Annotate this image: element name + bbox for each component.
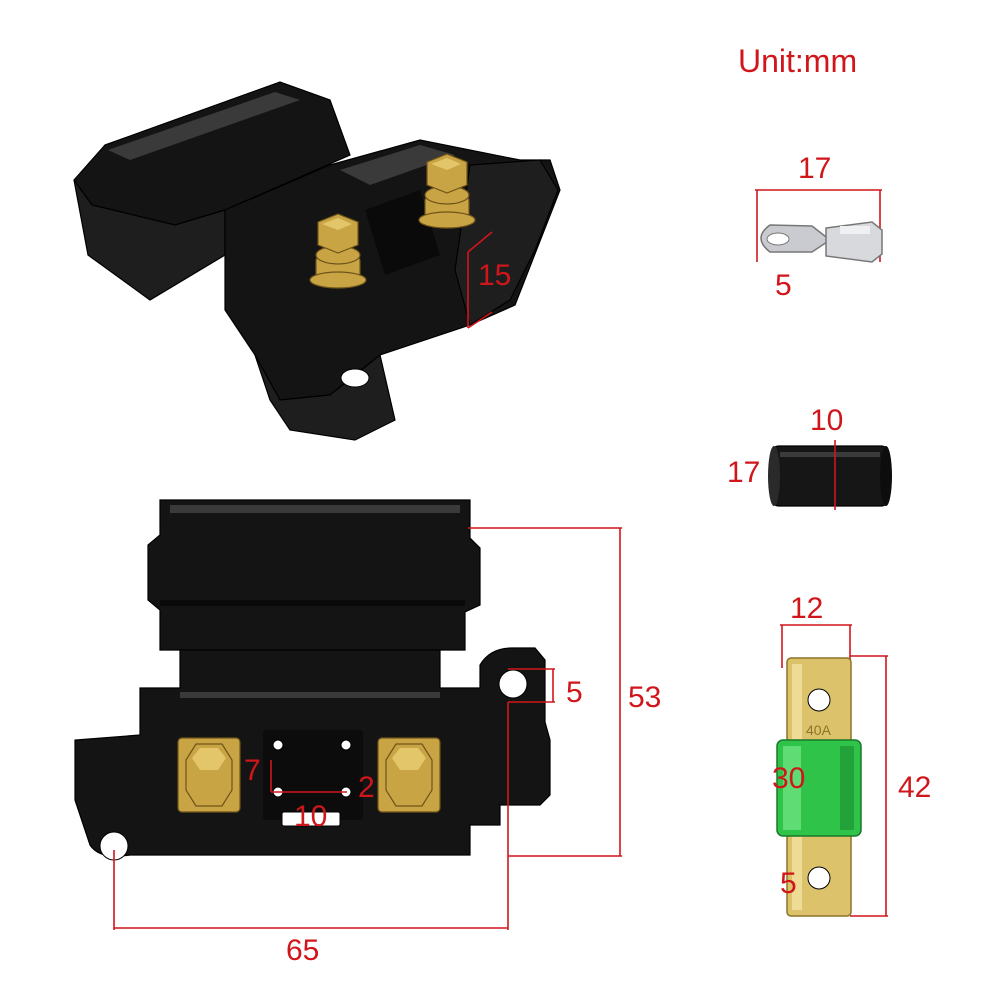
bolt-icon xyxy=(177,737,241,813)
terminal-height-label: 15 xyxy=(478,259,511,292)
bolt-icon xyxy=(418,153,476,229)
mount-hole-label: 5 xyxy=(566,676,583,709)
pin-vertical-label: 7 xyxy=(244,754,261,787)
pin-horizontal-label: 10 xyxy=(294,800,327,833)
tube-length-label: 10 xyxy=(810,404,843,437)
fuse-rating-text: 40A xyxy=(806,722,832,738)
bolt-icon xyxy=(377,737,441,813)
fuse-length-label: 42 xyxy=(898,771,931,804)
heat-shrink-tube: 10 17 xyxy=(727,404,892,510)
bolt-icon xyxy=(309,213,367,289)
ring-terminal: 17 5 xyxy=(755,152,883,302)
holder-width-label: 65 xyxy=(286,934,319,967)
fuse-holder-open-view: 15 xyxy=(73,81,561,441)
ring-hole-label: 5 xyxy=(775,269,792,302)
fuse-width-label: 12 xyxy=(790,592,823,625)
pin-diameter-label: 2 xyxy=(358,771,375,804)
tube-diameter-label: 17 xyxy=(727,456,760,489)
fuse-holder-front-view: 53 5 65 7 2 10 xyxy=(74,499,661,967)
unit-label: Unit:mm xyxy=(738,43,857,79)
fuse-body-label: 30 xyxy=(772,762,805,795)
midi-fuse: 12 40A 30 5 42 xyxy=(772,592,931,917)
ring-length-label: 17 xyxy=(798,152,831,185)
holder-height-label: 53 xyxy=(628,681,661,714)
fuse-hole-label: 5 xyxy=(780,867,797,900)
